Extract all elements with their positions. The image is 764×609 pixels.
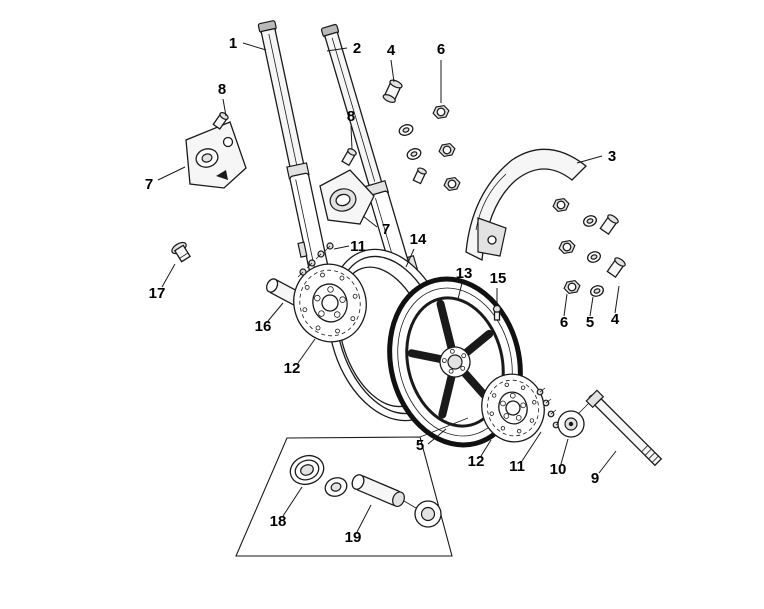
bolt-4-top — [382, 79, 403, 103]
brake-disc-right — [481, 373, 545, 443]
leader-lines — [157, 42, 620, 533]
bolt-17 — [171, 241, 192, 263]
part-label-5-right: 5 — [586, 314, 594, 331]
nut-6-right-1 — [552, 197, 570, 213]
nut-6-right-3 — [563, 279, 581, 295]
washer-5-right-1 — [583, 215, 597, 227]
part-label-5-bottom: 5 — [416, 437, 424, 454]
hub-end — [403, 500, 442, 528]
nut-6-top-2 — [438, 142, 456, 158]
fork-cap-bracket — [319, 169, 375, 225]
part-labels: 1 2 4 6 8 8 3 7 7 11 14 17 13 15 16 6 5 … — [145, 35, 620, 546]
part-label-16: 16 — [255, 318, 272, 335]
part-label-19: 19 — [345, 529, 362, 546]
headlight-bracket — [185, 121, 247, 189]
part-label-11-left: 11 — [350, 238, 366, 255]
brake-disc-left — [293, 263, 367, 343]
part-label-9: 9 — [591, 470, 599, 487]
washer-5-right-3 — [590, 285, 604, 297]
part-label-11-right: 11 — [509, 458, 525, 475]
part-label-7-left: 7 — [145, 176, 153, 193]
part-label-12-left: 12 — [284, 360, 301, 377]
seal-18 — [289, 454, 325, 486]
part-label-2: 2 — [353, 40, 361, 57]
front-axle — [585, 389, 663, 467]
washer-5-right-2 — [587, 251, 601, 263]
bearing-washer — [324, 477, 348, 497]
part-label-18: 18 — [270, 513, 287, 530]
part-label-6-right: 6 — [560, 314, 568, 331]
spacer-19 — [351, 474, 405, 508]
washer-top-1 — [398, 124, 414, 136]
front-fender — [465, 148, 587, 261]
disc-bolts-left — [297, 242, 334, 278]
nut-6-right-2 — [558, 239, 576, 255]
part-label-10: 10 — [550, 461, 567, 478]
disc-bolts-right — [536, 387, 562, 429]
part-label-1: 1 — [229, 35, 237, 52]
valve-stem — [492, 304, 502, 321]
part-label-15: 15 — [490, 270, 507, 287]
nut-6-top-1 — [432, 104, 450, 120]
bolt-4-right-1 — [599, 214, 619, 236]
nut-6-top-3 — [443, 176, 461, 192]
part-label-4-right: 4 — [611, 311, 620, 328]
washer-top-2 — [406, 148, 422, 160]
part-label-3: 3 — [608, 148, 616, 165]
part-label-12-right: 12 — [468, 453, 485, 470]
part-label-8-right: 8 — [347, 108, 355, 125]
fork-tube-left — [257, 20, 331, 291]
part-label-8-left: 8 — [218, 81, 226, 98]
bolt-8-right — [341, 148, 357, 167]
part-label-17: 17 — [149, 285, 166, 302]
part-label-14: 14 — [410, 231, 427, 248]
hub-detail-panel — [235, 417, 469, 557]
part-label-7-right: 7 — [382, 221, 390, 238]
stud-top — [412, 167, 427, 185]
part-label-13: 13 — [456, 265, 473, 282]
part-label-6-top: 6 — [437, 41, 445, 58]
part-label-4-top: 4 — [387, 42, 396, 59]
bolt-4-right-2 — [606, 257, 626, 279]
